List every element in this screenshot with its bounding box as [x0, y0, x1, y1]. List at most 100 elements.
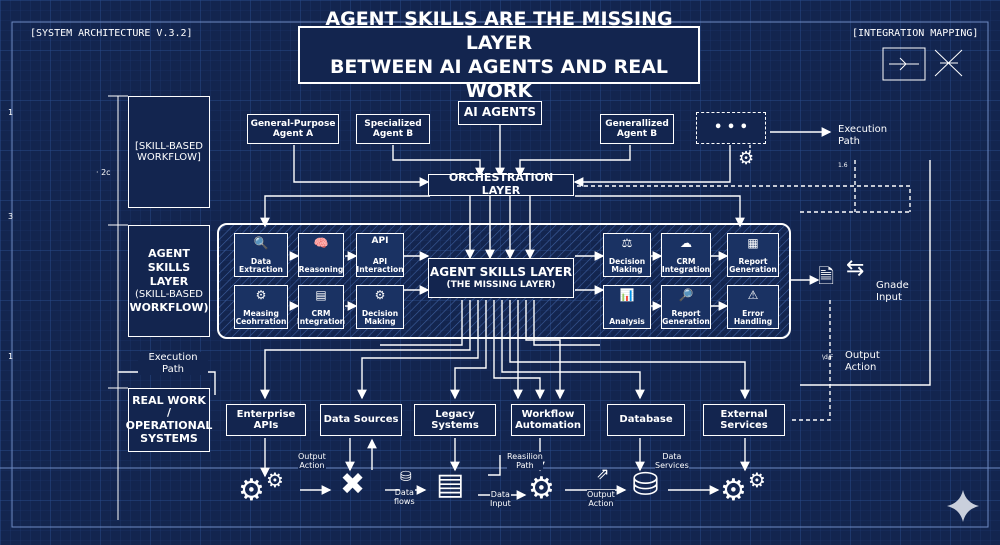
gear-icon: ⚙: [238, 473, 265, 508]
data-flows-line-2: flows: [394, 497, 415, 507]
skill-label-line-1: API: [372, 257, 388, 267]
magnifier-icon: 🔍: [253, 236, 269, 250]
tick-label-3: 3: [8, 212, 14, 221]
agent-skills-layer-side-box: AGENT SKILLS LAYER (SKILL-BASED WORKFLOW…: [128, 225, 210, 337]
warning-icon: ⚠: [747, 288, 759, 302]
skill-reasoning[interactable]: 🧠 Reasoning: [298, 233, 344, 277]
skill-label-line-1: Decision: [361, 309, 399, 319]
skill-label-line-1: CRM: [676, 257, 696, 267]
agent-b-line-2: Agent B: [372, 129, 414, 139]
skill-label-line-1: CRM: [311, 309, 331, 319]
skill-label-line-1: Measing: [243, 309, 279, 319]
system-enterprise-apis[interactable]: Enterprise APIs: [226, 404, 306, 436]
data-services-label: Data Services: [655, 452, 689, 471]
skills-title-line-1: AGENT SKILLS LAYER: [429, 264, 573, 279]
gear-icon: ⚙: [738, 148, 755, 169]
skill-label-line-2: Extraction: [239, 265, 283, 275]
system-legacy-systems[interactable]: Legacy Systems: [414, 404, 496, 436]
tick-label-1: 1: [8, 108, 14, 117]
search-report-icon: 🔎: [678, 288, 694, 302]
output-right-line-1: Output: [845, 350, 880, 361]
agent-c-box[interactable]: Generallized Agent B: [600, 114, 674, 144]
mapping-tag: [INTEGRATION MAPPING]: [852, 28, 979, 39]
reasilion-path-label: Reasilion Path: [507, 452, 543, 471]
real-work-box: REAL WORK / OPERATIONAL SYSTEMS: [126, 388, 212, 452]
tiny-label-b: \d/F: [822, 354, 834, 361]
bar-chart-icon: 📊: [619, 288, 635, 302]
ai-agents-header: AI AGENTS: [458, 101, 542, 125]
skill-analysis[interactable]: 📊 Analysis: [603, 285, 651, 329]
skill-label-line-2: Handling: [733, 317, 773, 327]
scales-icon: ⚖: [621, 236, 633, 250]
version-tag: [SYSTEM ARCHITECTURE V.3.2]: [30, 28, 193, 39]
real-work-line-1: REAL WORK /: [132, 393, 206, 420]
gear-icon: ⚙: [720, 473, 747, 508]
skill-decision-making-left[interactable]: ⚙ Decision Making: [356, 285, 404, 329]
gear-icon: ⚙: [374, 288, 386, 302]
data-services-line-1: Data: [662, 452, 682, 461]
skill-based-workflow-box: [SKILL-BASED WORKFLOW]: [128, 96, 210, 208]
system-external-services[interactable]: External Services: [703, 404, 785, 436]
orchestration-layer-box[interactable]: ORCHESTRATION LAYER: [428, 172, 574, 197]
server-icon: ▤: [436, 467, 465, 502]
skill-report-generation-top[interactable]: ▦ Report Generation: [727, 233, 779, 277]
report-icon: ▦: [747, 236, 759, 250]
dim-label: · 2c: [96, 168, 111, 177]
gear-icon: ⚙: [255, 288, 267, 302]
skill-decision-making-right[interactable]: ⚖ Decision Making: [603, 233, 651, 277]
skill-crm-integration-left[interactable]: ▤ CRM Integration: [297, 285, 345, 329]
gear-icon: ⚙: [748, 468, 766, 492]
skill-label-line-2: Interaction: [356, 265, 404, 275]
agent-skills-line-2: LAYER: [149, 274, 189, 288]
skill-api-interaction[interactable]: API API Interaction: [356, 233, 404, 277]
agent-b-line-1: Specialized: [364, 118, 422, 129]
agent-a-line-2: Agent A: [272, 129, 314, 139]
skill-workflow-line-2: WORKFLOW]: [137, 152, 201, 163]
skill-error-handling[interactable]: ⚠ Error Handling: [727, 285, 779, 329]
skill-measing[interactable]: ⚙ Measing Ceohrration: [234, 285, 288, 329]
data-flows-label: Data flows: [394, 488, 415, 506]
execution-path-left-line-1: Execution: [148, 352, 198, 363]
tools-icon: ✖: [340, 467, 366, 502]
skill-report-generation-bottom[interactable]: 🔎 Report Generation: [661, 285, 711, 329]
skill-label-line-1: Report: [738, 257, 768, 267]
skill-label-line-2: Ceohrration: [235, 317, 287, 327]
tick-label-1b: 1: [8, 352, 14, 361]
skill-data-extraction[interactable]: 🔍 Data Extraction: [234, 233, 288, 277]
skill-label-line-1: Decision: [608, 257, 646, 267]
data-input-line-2: Input: [490, 499, 511, 509]
execution-right-line-1: Execution: [838, 124, 888, 135]
system-database[interactable]: Database: [607, 404, 685, 436]
data-services-line-2: Services: [655, 461, 689, 471]
grade-line-1: Gnade: [876, 280, 909, 291]
sparkle-icon: [947, 490, 979, 522]
skill-label-line-1: Report: [671, 309, 701, 319]
skill-workflow-line-1: [SKILL-BASED: [134, 141, 204, 152]
grade-input-label: Gnade Input: [876, 280, 909, 303]
gear-icon: ⚙: [266, 468, 284, 492]
gear-cycle-icon: ⚙: [528, 471, 555, 506]
skill-label-line-2: Generation: [729, 265, 777, 275]
agent-b-box[interactable]: Specialized Agent B: [356, 114, 430, 144]
skills-title-line-2: (THE MISSING LAYER): [446, 279, 556, 290]
skill-crm-integration-right[interactable]: ☁ CRM Integration: [661, 233, 711, 277]
reasilion-line-1: Reasilion: [507, 452, 543, 461]
crm-card-icon: ▤: [315, 288, 327, 302]
skill-label-line-1: Reasoning: [298, 265, 344, 275]
agent-a-box[interactable]: General-Purpose Agent A: [247, 114, 339, 144]
page-title: AGENT SKILLS ARE THE MISSING LAYER BETWE…: [298, 8, 700, 102]
output-action-2-line-2: Action: [588, 499, 614, 509]
title-line-1: AGENT SKILLS ARE THE MISSING LAYER: [325, 8, 673, 54]
database-icon: ⛁: [632, 465, 659, 503]
cloud-icon: ☁: [680, 236, 692, 250]
agent-skills-layer-box[interactable]: AGENT SKILLS LAYER (THE MISSING LAYER): [428, 258, 574, 298]
system-data-sources[interactable]: Data Sources: [320, 404, 402, 436]
skill-label-line-2: Generation: [662, 317, 710, 327]
output-action-2-line-1: Output: [587, 490, 615, 499]
more-agents-box[interactable]: • • •: [696, 112, 766, 144]
brain-icon: 🧠: [313, 236, 329, 250]
skill-label-line-1: Analysis: [609, 317, 645, 327]
data-input-line-1: Data: [490, 490, 510, 499]
system-workflow-automation[interactable]: Workflow Automation: [511, 404, 585, 436]
api-icon: API: [371, 236, 389, 246]
